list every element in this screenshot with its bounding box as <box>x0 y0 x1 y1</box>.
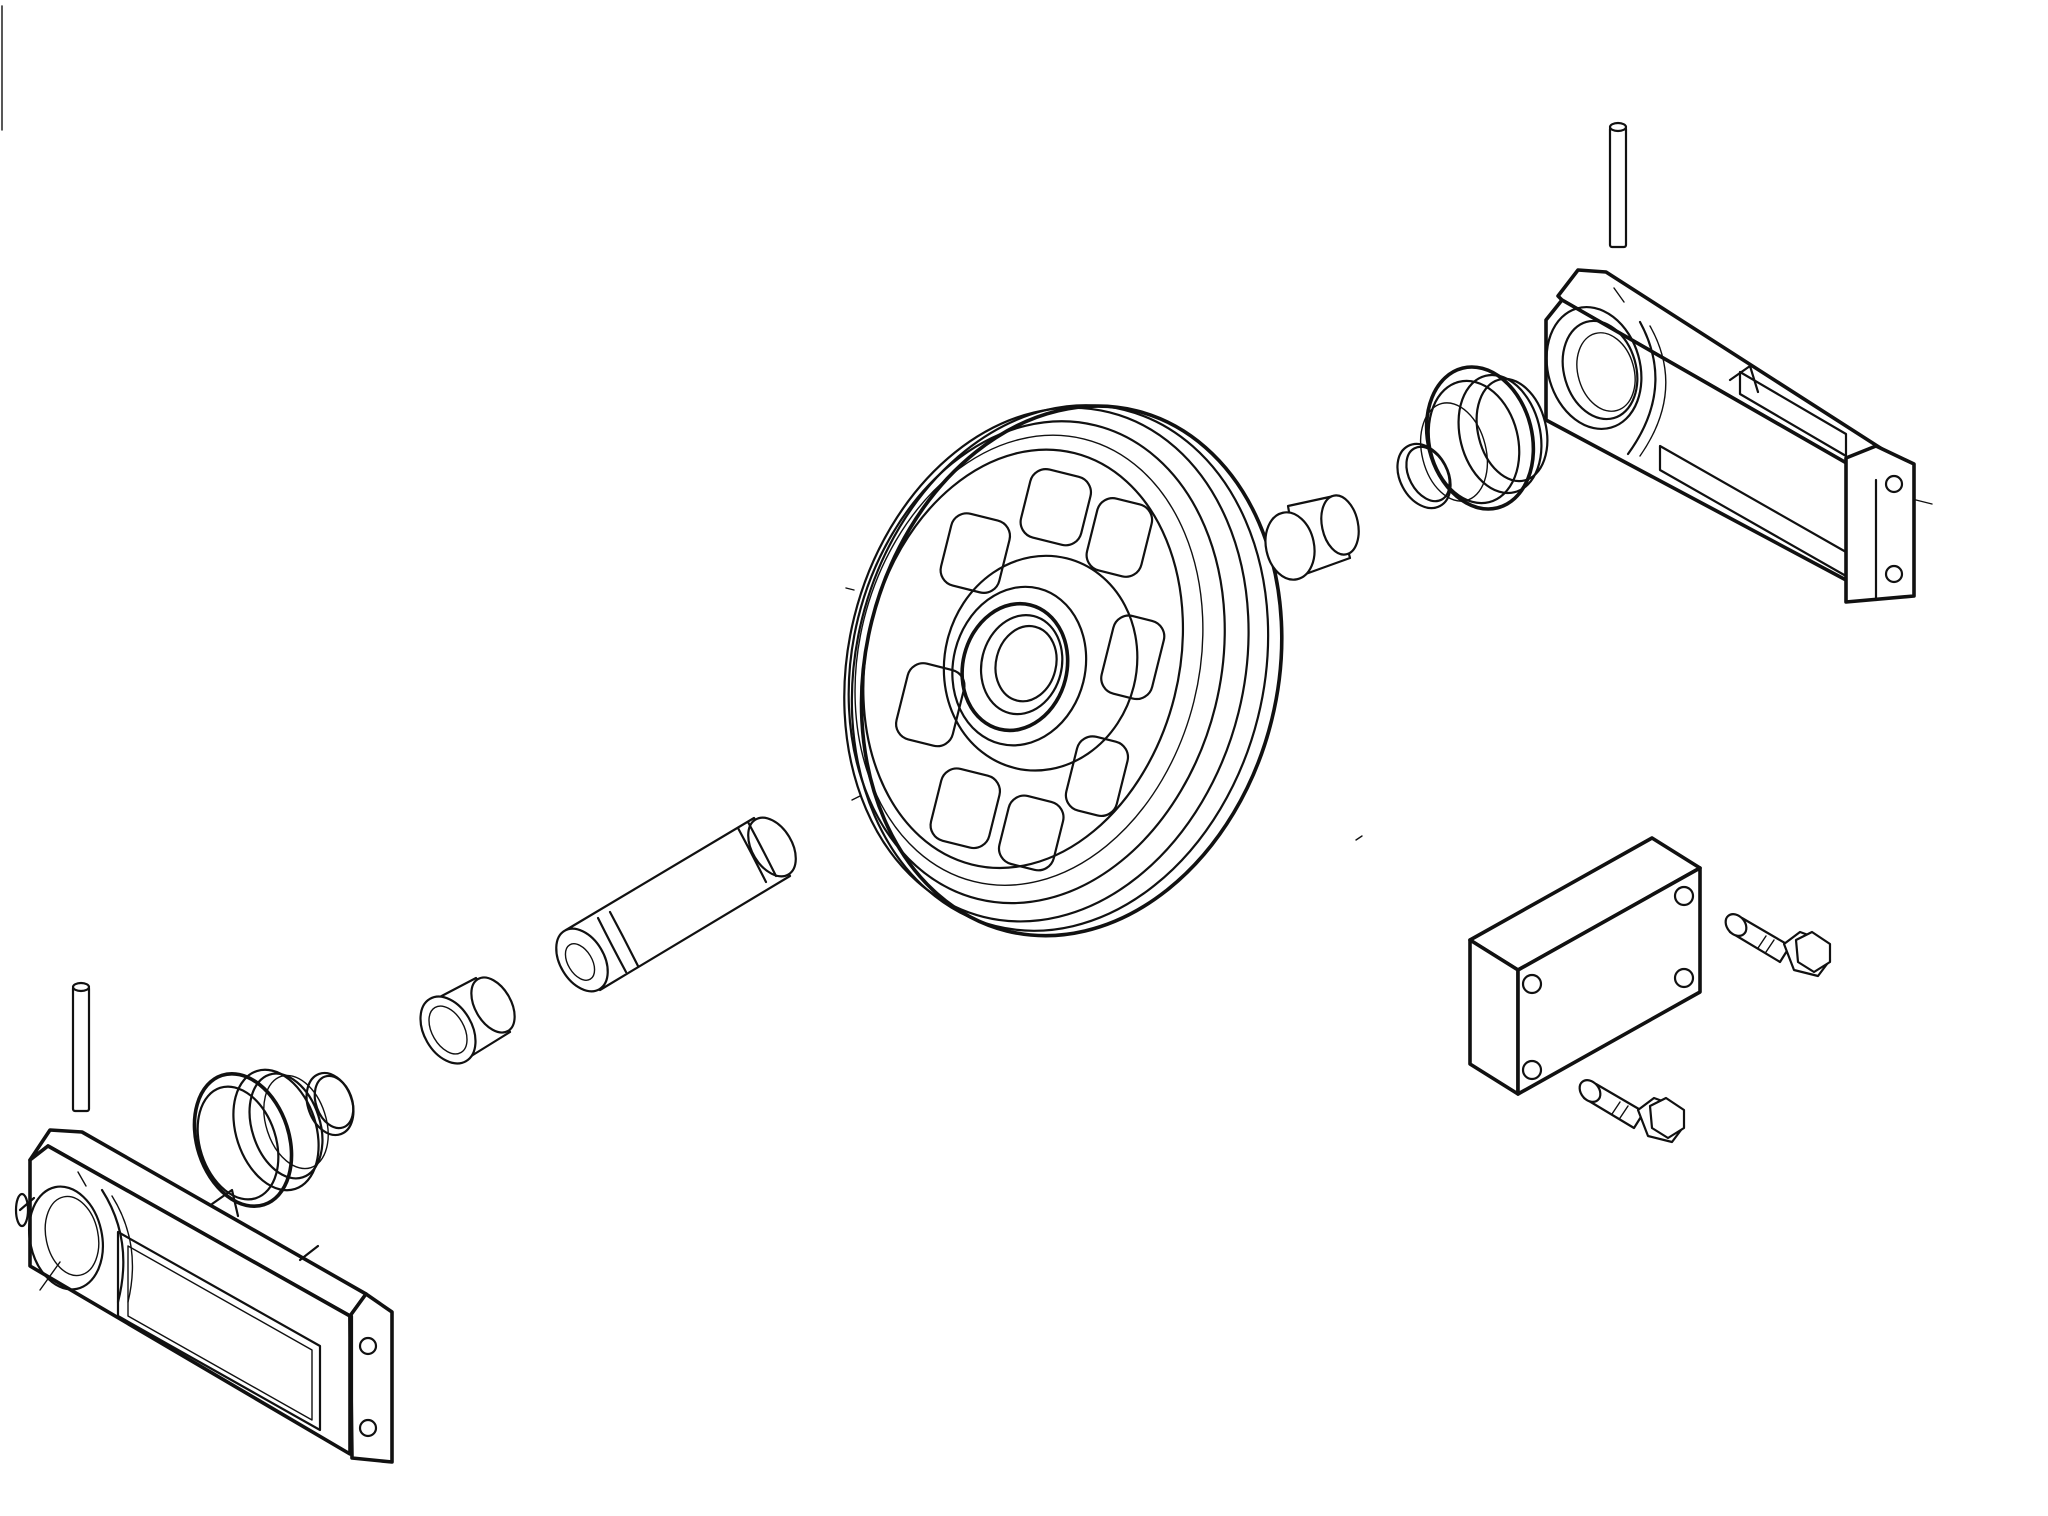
right-bushing <box>1264 494 1360 581</box>
left-bushing <box>419 976 516 1065</box>
idler-wheel <box>843 404 1284 938</box>
right-lock-pin <box>1608 121 1628 249</box>
spoke-windows <box>894 468 1166 872</box>
hex-flange-bolt-upper <box>1724 913 1832 978</box>
guide-plate <box>1468 836 1702 1096</box>
left-floating-seal <box>192 1068 329 1209</box>
idler-shaft <box>555 816 797 993</box>
left-lock-pin <box>71 981 91 1113</box>
left-bearing-block <box>14 1128 394 1464</box>
wheel-hub <box>942 554 1139 772</box>
hex-flange-bolt-lower <box>1578 1079 1686 1144</box>
right-floating-seal <box>1419 365 1549 511</box>
right-bearing-block <box>1544 268 1933 604</box>
left-o-ring <box>305 1071 355 1137</box>
right-o-ring <box>1396 442 1452 510</box>
